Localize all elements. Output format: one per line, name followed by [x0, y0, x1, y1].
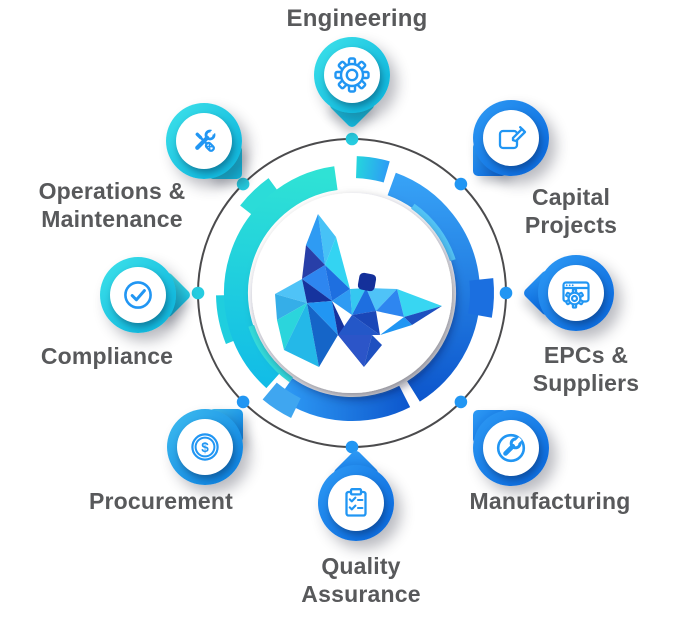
label-line: Manufacturing — [469, 488, 631, 514]
label-line: Projects — [524, 211, 618, 238]
segmented-ring — [216, 156, 494, 422]
manufacturing-label: Manufacturing — [420, 488, 680, 516]
orbit-dot-e — [499, 286, 513, 300]
quality-assurance-label: Quality Assurance — [231, 553, 491, 608]
logo-square-dot — [357, 272, 377, 292]
clipboard-checklist-icon — [345, 488, 367, 517]
orbit-circle — [191, 132, 513, 454]
pin-disc: $ — [177, 419, 233, 475]
orbit-dot-nw — [236, 177, 250, 191]
node-capital-projects — [473, 100, 549, 176]
epcs-suppliers-label: EPCs & Suppliers — [456, 342, 700, 397]
node-manufacturing — [473, 410, 549, 486]
orbit-dot-se — [454, 395, 468, 409]
pin-disc — [176, 113, 232, 169]
engineering-label: Engineering — [227, 5, 487, 34]
label-line: Suppliers — [532, 369, 640, 396]
pin-disc — [110, 267, 166, 323]
orbit-dot-n — [345, 132, 359, 146]
label-line: Engineering — [286, 5, 428, 32]
tools-icon — [195, 128, 217, 152]
operations-maintenance-label: Operations & Maintenance — [0, 178, 242, 233]
node-epcs-suppliers — [521, 255, 614, 331]
hub-rings — [191, 132, 513, 454]
node-quality-assurance — [318, 448, 394, 541]
node-engineering — [314, 37, 390, 130]
edit-pencil-icon — [498, 126, 527, 150]
orbit-dot-sw — [236, 395, 250, 409]
orbit-dot-w — [191, 286, 205, 300]
label-line: Maintenance — [41, 205, 183, 232]
node-compliance — [100, 257, 193, 333]
label-line: Capital — [531, 184, 611, 210]
gear-icon — [334, 57, 370, 93]
wrench-icon — [496, 433, 526, 463]
butterfly-logo — [275, 214, 442, 367]
label-line: Quality — [321, 553, 401, 579]
browser-gear-icon — [562, 281, 590, 309]
capital-projects-label: Capital Projects — [441, 184, 700, 239]
svg-text:$: $ — [201, 440, 209, 455]
pin-disc — [483, 420, 539, 476]
label-line: Compliance — [40, 343, 174, 369]
label-line: Procurement — [88, 488, 234, 514]
orbit-dot-ne — [454, 177, 468, 191]
node-operations-maintenance — [166, 103, 242, 179]
pin-disc — [483, 110, 539, 166]
check-circle-icon — [124, 281, 152, 309]
pin-disc — [324, 47, 380, 103]
node-procurement: $ — [167, 409, 243, 485]
pin-disc — [328, 475, 384, 531]
label-line: Operations & — [38, 178, 186, 204]
label-line: Assurance — [301, 580, 421, 607]
dollar-coin-icon: $ — [191, 433, 219, 461]
procurement-label: Procurement — [31, 488, 291, 516]
compliance-label: Compliance — [0, 343, 237, 371]
label-line: EPCs & — [543, 342, 629, 368]
pin-disc — [548, 265, 604, 321]
